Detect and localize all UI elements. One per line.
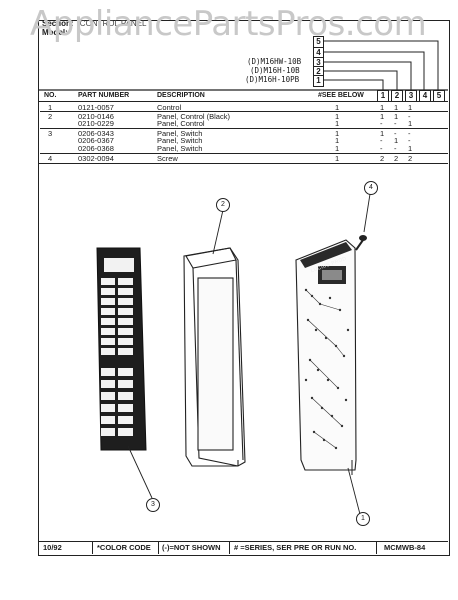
row-col1: - (380, 144, 383, 153)
row-description: Panel, Switch (157, 136, 203, 145)
row-qty: 1 (335, 144, 340, 153)
footer-series-note: # =SERIES, SER PRE OR RUN NO. (234, 543, 357, 552)
section-value: CONTROL PANEL (79, 19, 147, 28)
table-row: 0206-0367 Panel, Switch 1 - 1 - (40, 136, 448, 145)
callout-marker: 1 (356, 512, 370, 526)
row-description: Control (157, 103, 182, 112)
row-part-number: 0206-0367 (78, 136, 114, 145)
row-no: 2 (48, 112, 53, 121)
table-header-rule (38, 101, 448, 102)
row-col3: - (408, 112, 411, 121)
table-row: 3 0206-0343 Panel, Switch 1 1 - - (40, 128, 448, 137)
callout-marker: 2 (216, 198, 230, 212)
section-label: Section: CONTROL PANEL (42, 19, 147, 28)
row-col2: - (394, 129, 397, 138)
row-col2: - (394, 119, 397, 128)
row-qty: 1 (335, 136, 340, 145)
row-col2: 1 (394, 136, 399, 145)
row-qty: 1 (335, 154, 340, 163)
row-part-number: 0206-0343 (78, 129, 114, 138)
footer-divider (158, 541, 159, 554)
footer-date: 10/92 (43, 543, 62, 552)
row-description: Panel, Control (Black) (157, 112, 230, 121)
model-number-box: 1 (313, 75, 324, 87)
footer-rule (38, 541, 448, 542)
footer-page-code: MCMWB-84 (384, 543, 426, 552)
table-row: 2 0210-0146 Panel, Control (Black) 1 1 1… (40, 111, 448, 120)
col-header-see-below: #SEE BELOW (318, 92, 364, 99)
model-label: Model: (42, 28, 68, 37)
row-description: Screw (157, 154, 178, 163)
row-no: 3 (48, 129, 53, 138)
exploded-parts-diagram (96, 193, 371, 523)
control-panel-part (183, 247, 246, 467)
row-col3: 1 (408, 119, 413, 128)
row-col3: - (408, 136, 411, 145)
row-description: Panel, Control (157, 119, 205, 128)
row-part-number: 0121-0057 (78, 103, 114, 112)
row-col2: 1 (394, 103, 399, 112)
row-col1: 1 (380, 112, 385, 121)
callout-marker: 4 (364, 181, 378, 195)
row-qty: 1 (335, 103, 340, 112)
row-col3: 1 (408, 103, 413, 112)
row-col2: 2 (394, 154, 399, 163)
footer-divider (229, 541, 230, 554)
model-name: (D)M16H-10B (250, 66, 300, 75)
watermark: AppliancePartsPros.com (30, 4, 427, 44)
screw-part (355, 235, 367, 251)
row-col2: 1 (394, 112, 399, 121)
col-header-no: NO. (44, 92, 57, 99)
row-col1: - (380, 136, 383, 145)
table-bottom-rule (38, 163, 448, 164)
row-col1: - (380, 119, 383, 128)
row-col3: 2 (408, 154, 413, 163)
row-description: Panel, Switch (157, 144, 203, 153)
row-col3: - (408, 129, 411, 138)
model-name: (D)M16H-10PB (245, 75, 300, 84)
row-col2: - (394, 144, 397, 153)
table-row: 0206-0368 Panel, Switch 1 - - 1 (40, 144, 448, 153)
row-description: Panel, Switch (157, 129, 203, 138)
row-col1: 1 (380, 129, 385, 138)
callout-marker: 3 (146, 498, 160, 512)
row-col1: 1 (380, 103, 385, 112)
table-row: 0210-0229 Panel, Control 1 - - 1 (40, 119, 448, 128)
footer-divider (92, 541, 93, 554)
row-no: 1 (48, 103, 53, 112)
col-header-description: DESCRIPTION (157, 92, 205, 99)
model-name: (D)M16HW-10B (247, 57, 302, 66)
switch-panel-part (96, 247, 147, 451)
row-col1: 2 (380, 154, 385, 163)
row-qty: 1 (335, 119, 340, 128)
row-qty: 1 (335, 112, 340, 121)
table-row: 4 0302-0094 Screw 1 2 2 2 (40, 153, 448, 162)
row-part-number: 0210-0146 (78, 112, 114, 121)
row-part-number: 0302-0094 (78, 154, 114, 163)
row-col3: 1 (408, 144, 413, 153)
row-part-number: 0206-0368 (78, 144, 114, 153)
table-row: 1 0121-0057 Control 1 1 1 1 (40, 103, 448, 112)
col-header-part-number: PART NUMBER (78, 92, 130, 99)
control-board-part (295, 239, 357, 475)
row-no: 4 (48, 154, 53, 163)
model-leader-lines (38, 40, 448, 91)
page-frame (38, 20, 450, 556)
footer-color-code: *COLOR CODE (97, 543, 151, 552)
row-part-number: 0210-0229 (78, 119, 114, 128)
footer-divider (376, 541, 377, 554)
row-qty: 1 (335, 129, 340, 138)
footer-not-shown: (-)=NOT SHOWN (162, 543, 221, 552)
